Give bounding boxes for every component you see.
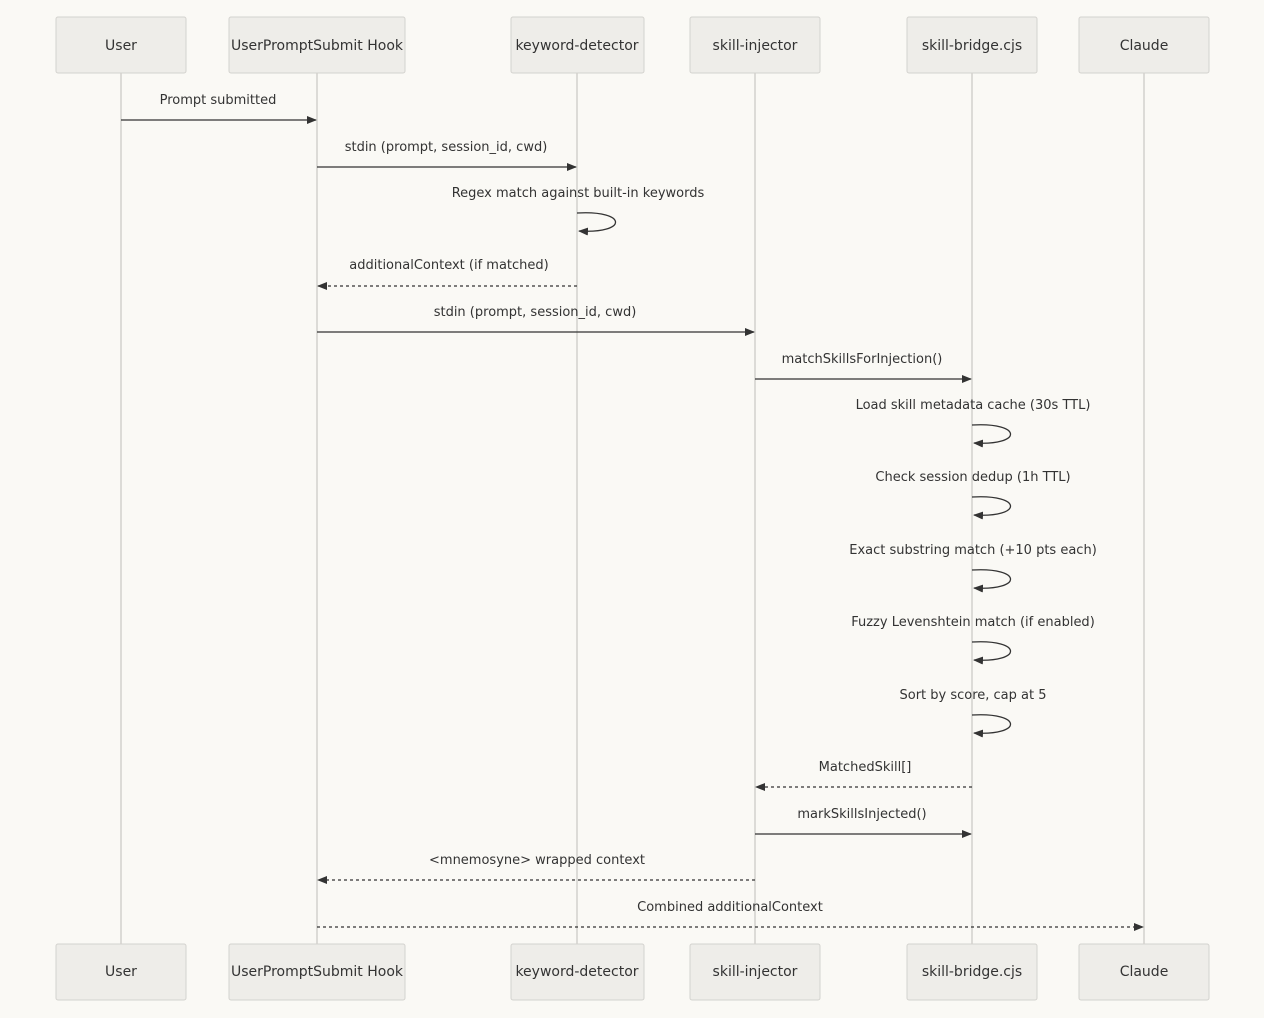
actor-skill-injector-bottom: skill-injector: [689, 943, 821, 1001]
message-label: Sort by score, cap at 5: [899, 688, 1046, 703]
message-label: Regex match against built-in keywords: [452, 186, 705, 201]
actor-user-bottom: User: [55, 943, 187, 1001]
actor-label: keyword-detector: [515, 38, 638, 54]
messages: Prompt submitted stdin (prompt, session_…: [121, 93, 1144, 931]
actor-user-top: User: [55, 16, 187, 74]
lifelines: [120, 73, 1145, 944]
actors-bottom: User UserPromptSubmit Hook keyword-detec…: [55, 943, 1210, 1001]
message-label: Fuzzy Levenshtein match (if enabled): [851, 615, 1095, 630]
actors-top: User UserPromptSubmit Hook keyword-detec…: [55, 16, 1210, 74]
actor-label: User: [105, 964, 137, 980]
message-label: MatchedSkill[]: [819, 760, 912, 775]
message-label: Load skill metadata cache (30s TTL): [856, 398, 1091, 413]
actor-label: skill-injector: [713, 38, 798, 54]
actor-keyword-detector-bottom: keyword-detector: [510, 943, 645, 1001]
message-label: stdin (prompt, session_id, cwd): [345, 140, 548, 155]
message-label: stdin (prompt, session_id, cwd): [434, 305, 637, 320]
message-label: <mnemosyne> wrapped context: [429, 853, 645, 868]
message-label: matchSkillsForInjection(): [782, 352, 943, 367]
message-label: Combined additionalContext: [637, 900, 823, 915]
actor-keyword-detector-top: keyword-detector: [510, 16, 645, 74]
actor-label: UserPromptSubmit Hook: [231, 38, 404, 54]
self-message-loop: [971, 641, 1012, 665]
actor-skill-bridge-bottom: skill-bridge.cjs: [906, 943, 1038, 1001]
message-label: Check session dedup (1h TTL): [875, 470, 1070, 485]
actor-claude-bottom: Claude: [1078, 943, 1210, 1001]
self-message-loop: [971, 496, 1012, 520]
actor-label: User: [105, 38, 137, 54]
actor-skill-injector-top: skill-injector: [689, 16, 821, 74]
actor-label: UserPromptSubmit Hook: [231, 964, 404, 980]
actor-claude-top: Claude: [1078, 16, 1210, 74]
self-message-loop: [576, 212, 617, 236]
message-label: additionalContext (if matched): [349, 258, 548, 273]
self-message-loop: [971, 569, 1012, 593]
actor-label: skill-bridge.cjs: [922, 38, 1022, 54]
actor-label: Claude: [1120, 964, 1169, 980]
actor-label: skill-injector: [713, 964, 798, 980]
actor-label: skill-bridge.cjs: [922, 964, 1022, 980]
actor-hook-top: UserPromptSubmit Hook: [228, 16, 406, 74]
message-label: Exact substring match (+10 pts each): [849, 543, 1097, 558]
self-message-loop: [971, 424, 1012, 448]
message-label: Prompt submitted: [160, 93, 277, 108]
self-message-loop: [971, 714, 1012, 738]
actor-skill-bridge-top: skill-bridge.cjs: [906, 16, 1038, 74]
actor-label: keyword-detector: [515, 964, 638, 980]
actor-label: Claude: [1120, 38, 1169, 54]
actor-hook-bottom: UserPromptSubmit Hook: [228, 943, 406, 1001]
message-label: markSkillsInjected(): [797, 807, 926, 822]
